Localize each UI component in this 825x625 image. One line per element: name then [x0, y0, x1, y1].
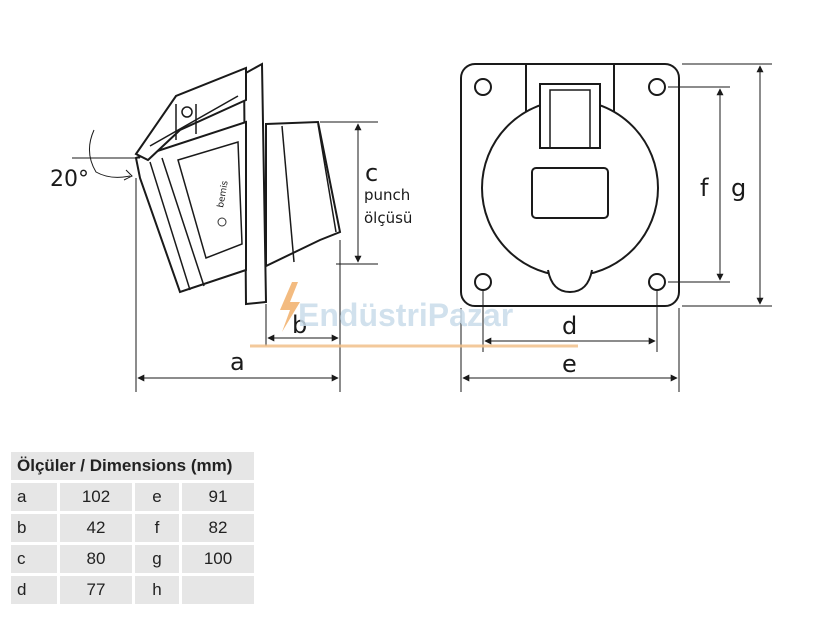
dim-key: h — [135, 576, 179, 604]
dim-g-label: g — [731, 174, 746, 202]
dim-key: f — [135, 514, 179, 542]
dim-value: 100 — [182, 545, 254, 573]
dim-a-label: a — [230, 348, 245, 376]
dim-key: e — [135, 483, 179, 511]
dim-value: 42 — [60, 514, 132, 542]
mount-hole — [648, 78, 666, 96]
dim-key: b — [11, 514, 57, 542]
dim-g — [682, 63, 772, 307]
label-plate — [177, 141, 243, 259]
dim-c — [320, 121, 378, 265]
dim-key: g — [135, 545, 179, 573]
table-row: c 80 g 100 — [11, 545, 254, 573]
dim-d-label: d — [562, 312, 577, 340]
dim-value: 91 — [182, 483, 254, 511]
dim-key: c — [11, 545, 57, 573]
dim-b-label: b — [292, 311, 307, 339]
dim-value: 80 — [60, 545, 132, 573]
dim-e — [460, 308, 680, 392]
dim-c-note-olcusu: ölçüsü — [364, 209, 412, 227]
hinge-pin — [181, 106, 193, 118]
dim-value: 82 — [182, 514, 254, 542]
brand-label: bemis — [216, 180, 231, 209]
watermark-text: EndüstriPazar — [298, 297, 513, 333]
dim-b — [265, 240, 341, 392]
table-row: b 42 f 82 — [11, 514, 254, 542]
watermark: EndüstriPazar — [250, 282, 578, 348]
dimensions-table: Ölçüler / Dimensions (mm) a 102 e 91 b 4… — [8, 449, 257, 607]
dim-key: a — [11, 483, 57, 511]
latch — [539, 83, 601, 149]
rear-body — [265, 120, 342, 268]
dim-a — [135, 178, 339, 392]
dim-value: 102 — [60, 483, 132, 511]
front-view — [460, 63, 680, 307]
mounting-plate — [242, 62, 268, 306]
dim-value — [182, 576, 254, 604]
dim-f — [668, 86, 730, 283]
angle-label: 20° — [50, 167, 89, 192]
dim-key: d — [11, 576, 57, 604]
table-row: d 77 h — [11, 576, 254, 604]
table-header-row: Ölçüler / Dimensions (mm) — [11, 452, 254, 480]
label-window — [531, 167, 609, 219]
table-row: a 102 e 91 — [11, 483, 254, 511]
dim-c-note-punch: punch — [364, 186, 410, 204]
table-header: Ölçüler / Dimensions (mm) — [11, 452, 254, 480]
latch-inner — [549, 89, 591, 149]
mount-hole — [474, 78, 492, 96]
dim-d — [482, 290, 658, 352]
dim-e-label: e — [562, 350, 577, 378]
dim-value: 77 — [60, 576, 132, 604]
lightning-icon — [280, 282, 300, 332]
side-view — [72, 62, 342, 306]
dim-f-label: f — [700, 174, 709, 202]
dim-c-label: c — [365, 159, 378, 187]
key-notch — [547, 269, 593, 294]
